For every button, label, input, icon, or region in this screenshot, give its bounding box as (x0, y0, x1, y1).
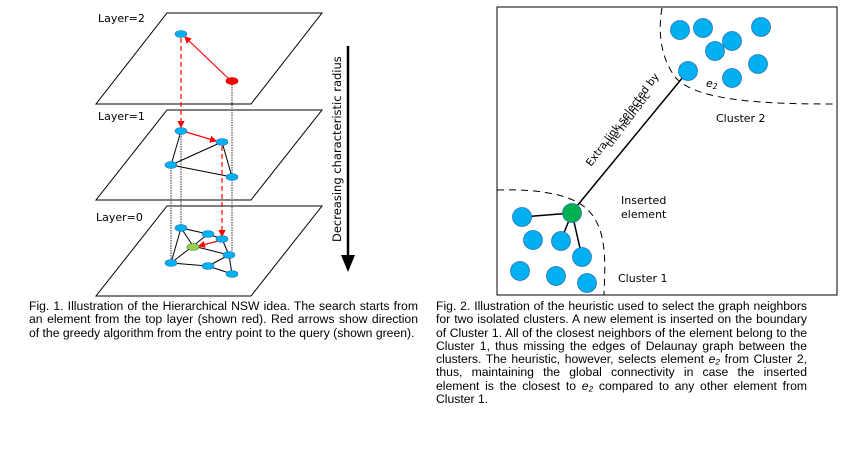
caption-2-part1: Fig. 2. Illustration of the heuristic us… (436, 299, 807, 367)
inserted-label-line1: Inserted (621, 194, 666, 207)
projection-lines (170, 82, 233, 263)
e2-label-base: e (706, 77, 713, 90)
node-layer1 (225, 173, 239, 181)
node-layer1 (215, 138, 229, 146)
layer-1-edges (170, 130, 233, 178)
node-layer2-a (174, 30, 188, 38)
caption-2-part2: from Cluster 2, thus, maintaining the gl… (436, 352, 807, 393)
entry-point-node (225, 77, 239, 85)
extra-link-edge (571, 70, 689, 213)
cluster-1-nodes (510, 207, 597, 293)
node-layer1 (174, 127, 188, 135)
extra-link-label-line2: the heuristic (604, 90, 653, 150)
figure-2-caption: Fig. 2. Illustration of the heuristic us… (436, 299, 807, 407)
caption-2-e2-second: e₂ (581, 378, 594, 393)
node-layer0 (201, 230, 215, 238)
radius-axis-label: Decreasing characteristic radius (330, 56, 344, 242)
arrow-layer0 (197, 240, 219, 248)
figure-1-caption: Fig. 1. Illustration of the Hierarchical… (29, 299, 418, 340)
radius-arrowhead (341, 255, 355, 272)
figure-1-caption-text: Fig. 1. Illustration of the Hierarchical… (29, 299, 418, 340)
node-layer0 (164, 259, 178, 267)
node-layer0 (174, 224, 188, 232)
figure-2-frame (496, 6, 838, 296)
layer-1-label: Layer=1 (98, 110, 145, 123)
e2-label-sub: 2 (713, 82, 718, 91)
inserted-label-line2: element (621, 208, 667, 221)
node-layer0 (215, 235, 229, 243)
cluster-2-nodes (670, 17, 771, 88)
node-layer0 (201, 262, 215, 270)
arrow-layer2 (184, 36, 231, 81)
figure-1-hnsw-layers: Layer=2 Layer=1 Layer=0 Decreasing chara… (94, 12, 355, 297)
layer-1-plane (94, 109, 324, 201)
cluster-2-boundary (659, 7, 838, 105)
cluster-2-label: Cluster 2 (716, 112, 766, 125)
figure-2-caption-text: Fig. 2. Illustration of the heuristic us… (436, 299, 807, 407)
layer-0-edges (170, 227, 233, 275)
e2-label: e2 (706, 77, 718, 91)
layer-2-label: Layer=2 (98, 12, 145, 25)
layer-2-plane (94, 12, 324, 105)
cluster-1-boundary (496, 189, 606, 296)
figure-2-heuristic-clusters: Extra link selected by the heuristic e2 … (496, 6, 838, 296)
node-layer1 (164, 161, 178, 169)
cluster-1-label: Cluster 1 (618, 272, 668, 285)
query-node (186, 243, 200, 251)
layer-0-plane (94, 205, 324, 297)
layer-0-label: Layer=0 (96, 211, 143, 224)
node-e2 (678, 61, 698, 81)
node-layer0 (225, 270, 239, 278)
node-layer0 (222, 251, 236, 259)
caption-2-e2: e₂ (708, 352, 721, 367)
inserted-element-node (562, 203, 582, 223)
caption-2-part3: compared to any other element from Clust… (436, 378, 807, 407)
arrow-layer1 (185, 131, 218, 143)
